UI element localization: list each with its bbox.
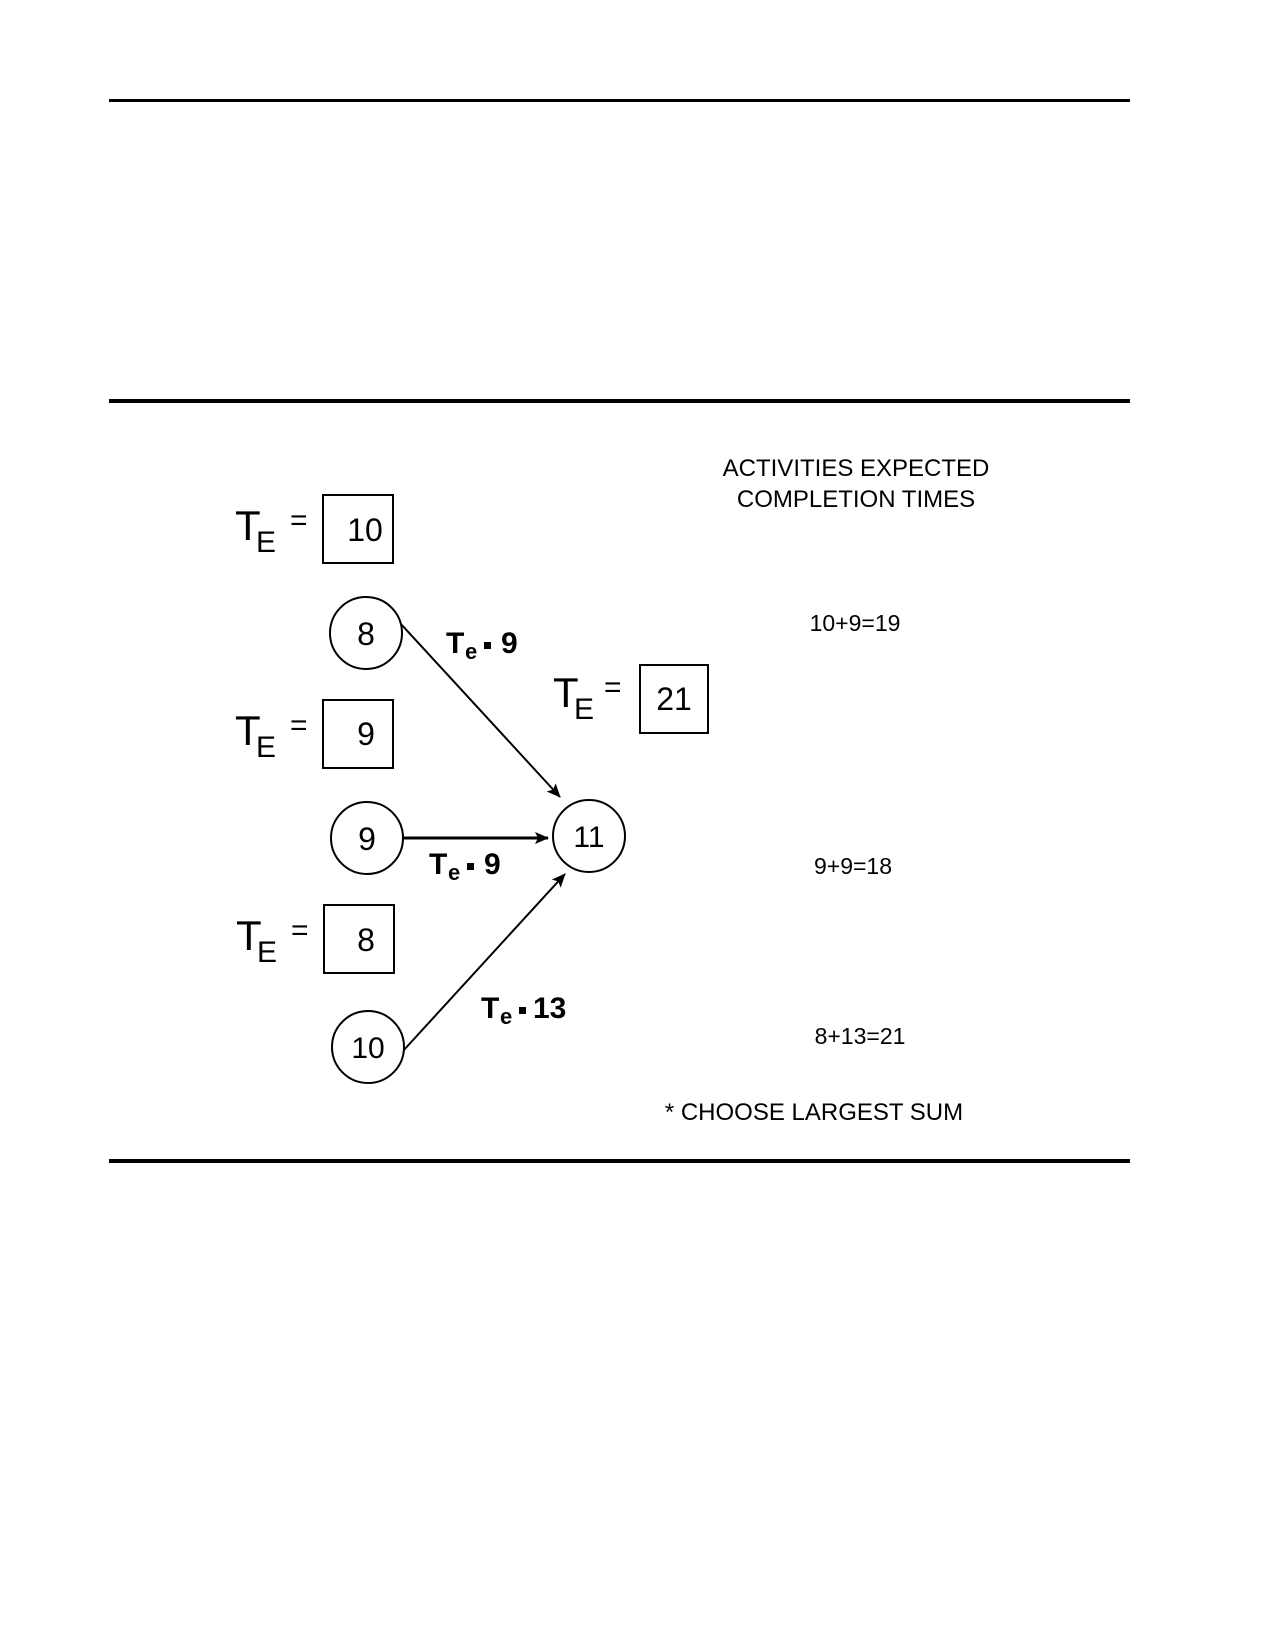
edge-label-c: T e 13 [481,992,566,1029]
edge-arrow-c [402,873,566,1052]
edge-label-a: T e 9 [446,627,518,664]
te-label-middle: T E = [235,707,308,764]
te-symbol: T [235,707,261,754]
edge-value: 13 [533,992,566,1025]
te-label-top: T E = [235,502,308,559]
top-rule [109,99,1130,102]
edge-te-symbol: T [429,848,447,881]
sum-b: 9+9=18 [814,853,892,879]
note-text: * CHOOSE LARGEST SUM [665,1099,963,1126]
bottom-rule [109,1159,1130,1163]
edge-value: 9 [484,848,501,881]
edge-te-subscript: e [465,639,477,664]
node-circle-c [331,1010,405,1084]
edge-te-subscript: e [448,860,460,885]
te-subscript: E [574,693,594,726]
edge-te-symbol: T [446,627,464,660]
edge-value: 9 [501,627,518,660]
te-subscript: E [256,731,276,764]
edge-equals-mark [519,1007,526,1014]
te-value-middle: 9 [357,716,375,752]
te-box-bottom [323,904,395,974]
te-value-top: 10 [347,512,383,548]
te-box-result [639,664,709,734]
node-label-end: 11 [573,821,604,854]
te-subscript: E [256,526,276,559]
edge-arrow-a [399,622,561,798]
te-box-middle [322,699,394,769]
te-symbol: T [236,912,262,959]
sum-a: 10+9=19 [810,610,901,636]
middle-rule [109,399,1130,403]
edge-te-symbol: T [481,992,499,1025]
node-label-a: 8 [357,616,375,652]
edge-label-b: T e 9 [429,848,501,885]
node-label-b: 9 [358,821,376,857]
te-subscript: E [257,936,277,969]
te-equals: = [604,671,622,704]
te-symbol: T [553,669,579,716]
te-box-top [322,494,394,564]
te-equals: = [291,914,309,947]
te-symbol: T [235,502,261,549]
edge-equals-mark [484,642,491,649]
te-value-bottom: 8 [357,922,375,958]
sum-c: 8+13=21 [815,1023,906,1049]
te-equals: = [290,709,308,742]
node-label-c: 10 [351,1032,384,1065]
edge-equals-mark [467,863,474,870]
te-label-bottom: T E = [236,912,309,969]
te-equals: = [290,504,308,537]
header-line-2: COMPLETION TIMES [737,486,975,513]
header-line-1: ACTIVITIES EXPECTED [723,455,990,482]
te-label-result: T E = [553,669,622,726]
node-circle-end [552,799,626,873]
node-circle-b [330,801,404,875]
te-value-result: 21 [656,681,692,717]
node-circle-a [329,596,403,670]
edge-te-subscript: e [500,1004,512,1029]
